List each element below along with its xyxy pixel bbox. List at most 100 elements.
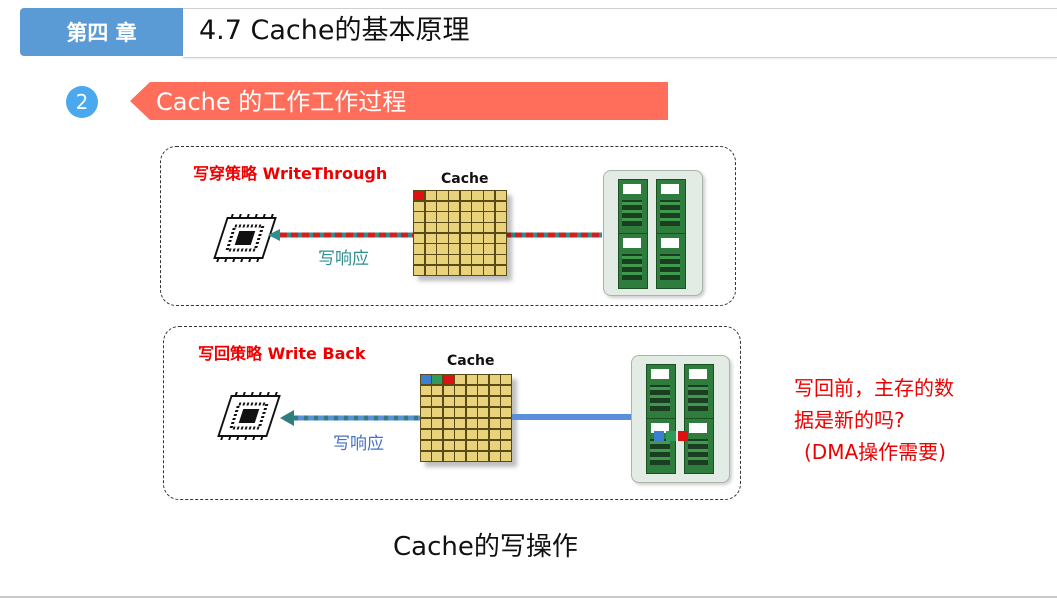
cache-cell — [421, 396, 431, 407]
cache-cell — [443, 396, 454, 407]
cache-cell — [455, 451, 466, 461]
cache-cell — [443, 429, 454, 440]
memory-module-icon — [656, 233, 686, 289]
cache-cell — [466, 396, 477, 407]
memory-cell-green — [666, 431, 676, 441]
cache-cell — [455, 429, 466, 440]
cache-cell — [472, 223, 483, 233]
cache-cell — [460, 223, 471, 233]
cache-cell — [449, 233, 460, 243]
cache-cell — [425, 201, 436, 211]
cpu-chip-icon — [217, 392, 281, 440]
title-bar — [183, 8, 1057, 58]
cache-cell — [443, 418, 454, 429]
cache-cell — [455, 375, 466, 385]
cache-cell — [443, 385, 454, 396]
cache-cell — [489, 407, 500, 418]
cache-cell — [484, 201, 495, 211]
cache-cell — [437, 255, 448, 265]
cache-cell — [466, 407, 477, 418]
section-number: 2 — [75, 90, 89, 114]
section-title: Cache 的工作工作过程 — [156, 88, 407, 116]
cache-cell — [432, 451, 443, 461]
diagram-caption: Cache的写操作 — [393, 532, 578, 562]
cache-cell — [443, 407, 454, 418]
write-back-label: 写回策略 Write Back — [198, 344, 366, 363]
cache-cell — [495, 233, 506, 243]
cache-cell — [484, 233, 495, 243]
cache-cell — [501, 396, 511, 407]
cache-cell — [414, 244, 425, 254]
cache-cell — [495, 201, 506, 211]
chapter-tab: 第四 章 — [20, 8, 183, 56]
memory-module-icon — [618, 233, 648, 289]
cache-cell — [472, 191, 483, 201]
cache-cell — [425, 212, 436, 222]
cache-cell — [437, 191, 448, 201]
cache-cell — [495, 244, 506, 254]
cache-cell — [449, 244, 460, 254]
cache-cell — [432, 440, 443, 451]
write-back-cache-grid — [420, 374, 512, 462]
cache-cell — [466, 440, 477, 451]
cache-cell — [484, 212, 495, 222]
cache-cell — [460, 212, 471, 222]
cache-cell — [472, 233, 483, 243]
cache-cell — [437, 265, 448, 275]
cache-cell — [478, 451, 489, 461]
cache-cell — [443, 451, 454, 461]
cache-cell — [472, 265, 483, 275]
cache-cell — [495, 191, 506, 201]
cache-cell — [501, 418, 511, 429]
cache-cell — [421, 451, 431, 461]
cache-cell — [489, 451, 500, 461]
cache-cell — [414, 265, 425, 275]
section-banner — [130, 82, 668, 120]
cache-cell — [489, 418, 500, 429]
cache-cell — [466, 451, 477, 461]
write-back-response-label: 写响应 — [333, 434, 384, 454]
cache-cell — [478, 407, 489, 418]
cache-cell — [489, 385, 500, 396]
question-line-1: 写回前，主存的数 — [794, 376, 954, 400]
write-through-cache-grid — [413, 190, 507, 276]
cache-cell — [437, 223, 448, 233]
cache-cell — [478, 375, 489, 385]
cache-cell — [484, 265, 495, 275]
memory-cell-blue — [654, 431, 664, 441]
cpu-chip-icon — [213, 214, 277, 262]
cache-cell — [437, 212, 448, 222]
cache-cell — [478, 396, 489, 407]
cache-cell — [484, 223, 495, 233]
write-through-main-memory — [603, 170, 703, 296]
cache-cell — [425, 191, 436, 201]
write-back-panel — [163, 326, 741, 500]
cache-cell — [425, 244, 436, 254]
cache-cell — [414, 212, 425, 222]
cache-cell — [478, 429, 489, 440]
cache-cell — [449, 212, 460, 222]
cache-cell — [501, 440, 511, 451]
cache-cell — [414, 223, 425, 233]
memory-module-icon — [656, 179, 686, 235]
cache-cell — [484, 244, 495, 254]
memory-module-icon — [646, 364, 676, 420]
cache-cell — [421, 429, 431, 440]
cache-cell — [484, 191, 495, 201]
cache-cell — [478, 385, 489, 396]
cache-cell — [489, 429, 500, 440]
cache-cell — [432, 429, 443, 440]
page-title: 4.7 Cache的基本原理 — [199, 15, 470, 46]
cache-cell — [449, 223, 460, 233]
cache-cell — [455, 440, 466, 451]
question-text: 写回前，主存的数 据是新的吗? (DMA操作需要) — [794, 372, 954, 468]
cache-cell — [478, 418, 489, 429]
cache-cell — [472, 212, 483, 222]
write-back-main-memory — [631, 355, 730, 483]
cache-cell — [489, 396, 500, 407]
cache-cell — [437, 201, 448, 211]
cache-cell — [489, 375, 500, 385]
write-back-response-arrow — [280, 410, 420, 426]
question-line-3: (DMA操作需要) — [804, 440, 946, 464]
cache-cell — [421, 385, 431, 396]
